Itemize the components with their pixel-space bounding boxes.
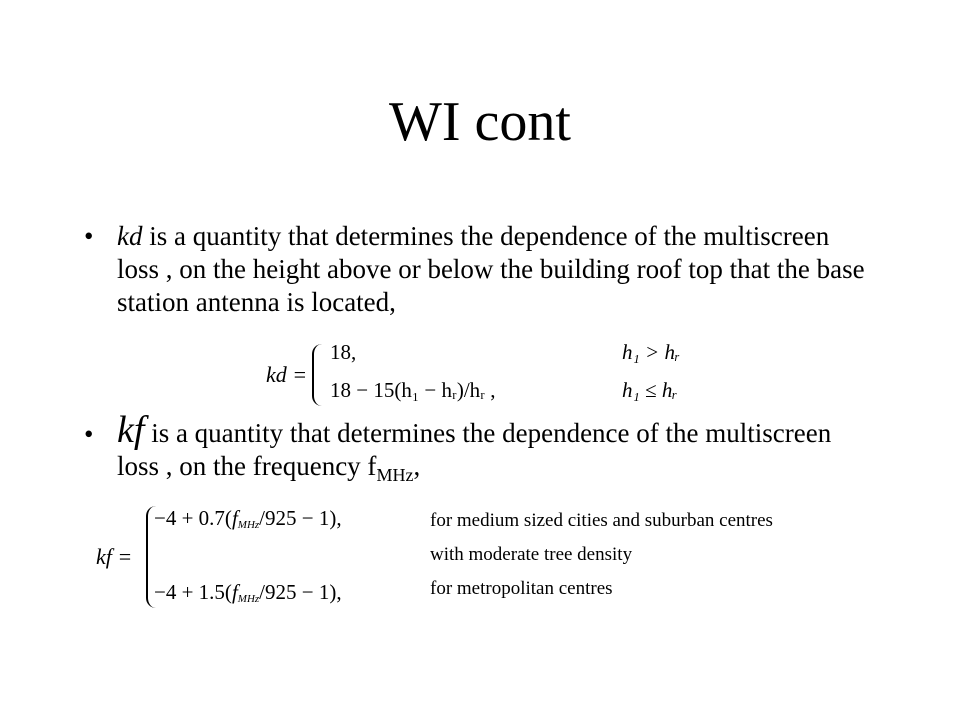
bullet-kf-trailing: , <box>413 451 421 481</box>
kf-equation: kf = −4 + 0.7(fMHz/925 − 1), −4 + 1.5(fM… <box>90 502 890 614</box>
left-brace-icon <box>146 506 158 608</box>
kd-equation-lhs: kd = <box>266 362 308 387</box>
kf-case2-pre: −4 + 1.5( <box>154 580 232 604</box>
bullet-kf-description: is a quantity that determines the depend… <box>117 418 832 481</box>
kf-case2-var: f <box>231 580 238 604</box>
left-brace-icon <box>312 344 324 406</box>
bullet-kd: • kd is a quantity that determines the d… <box>84 220 874 319</box>
bullet-marker: • <box>84 221 94 251</box>
kd-case1-value: 18, <box>330 340 357 364</box>
bullet-kd-description: is a quantity that determines the depend… <box>117 221 865 317</box>
kd-case1-condition: h₁ > hᵣ <box>622 340 681 364</box>
kd-equation: kd = 18, h₁ > hᵣ 18 − 15(h₁ − hᵣ)/hᵣ , h… <box>250 340 710 412</box>
slide-title: WI cont <box>389 91 571 153</box>
bullet-text: kf is a quantity that determines the dep… <box>117 411 874 492</box>
kf-condition3: for metropolitan centres <box>430 578 613 599</box>
kf-equation-lhs: kf = <box>96 544 133 569</box>
term-kf: kf <box>117 409 145 451</box>
kf-case1-post: /925 − 1), <box>259 506 342 530</box>
bullet-marker: • <box>84 419 94 449</box>
kd-case2-condition: h₁ ≤ hᵣ <box>622 378 678 402</box>
bullet-kf: • kf is a quantity that determines the d… <box>84 411 874 492</box>
frequency-subscript: MHz <box>376 465 414 485</box>
kf-case2-value: −4 + 1.5(fMHz/925 − 1), <box>154 580 342 605</box>
bullet-text: kd is a quantity that determines the dep… <box>117 220 874 319</box>
kf-condition2: with moderate tree density <box>430 544 633 565</box>
kf-case1-value: −4 + 0.7(fMHz/925 − 1), <box>154 506 342 531</box>
term-kd: kd <box>117 221 143 251</box>
kf-case2-post: /925 − 1), <box>259 580 342 604</box>
kf-case1-sub: MHz <box>237 519 260 531</box>
kf-case1-var: f <box>231 506 238 530</box>
kf-case1-pre: −4 + 0.7( <box>154 506 232 530</box>
kf-case2-sub: MHz <box>237 593 260 605</box>
kd-case2-value: 18 − 15(h₁ − hᵣ)/hᵣ , <box>330 378 496 402</box>
kf-condition1: for medium sized cities and suburban cen… <box>430 510 773 531</box>
